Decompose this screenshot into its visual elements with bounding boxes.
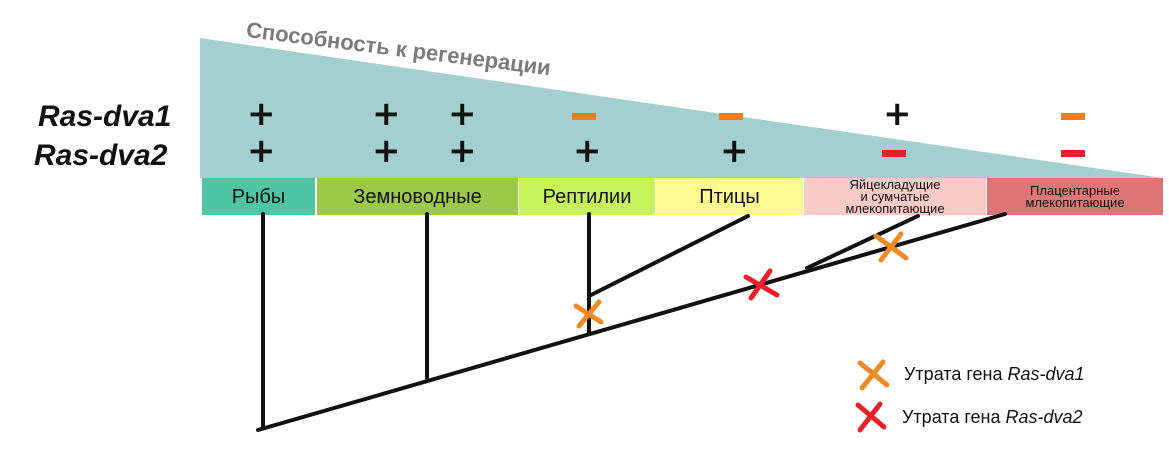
gene-label-ras-dva2: Ras-dva2	[34, 139, 168, 172]
legend-mark-ras-dva1	[857, 359, 890, 391]
taxon-label: Рептилии	[542, 185, 632, 208]
minus-sign-ras-dva1-7	[1061, 113, 1085, 120]
loss-mark-ras-dva2-birds-mammals	[743, 268, 780, 301]
legend-item-ras-dva1: Утрата гена Ras-dva1	[904, 364, 1085, 385]
minus-sign-ras-dva1-5	[719, 113, 743, 120]
taxon-label: Яйцекладущие	[849, 176, 941, 192]
taxon-box-1: Рыбы	[202, 178, 315, 215]
taxon-box-4: Птицы	[656, 178, 803, 215]
loss-mark-ras-dva1-mammals	[873, 231, 909, 263]
tree-branch-birds	[587, 214, 750, 298]
taxon-label: Земноводные	[353, 185, 482, 208]
plus-sign-ras-dva2-3: +	[448, 131, 477, 171]
tree-branch-monotremes-marsupials	[805, 214, 920, 270]
legend-gene-name: Ras-dva1	[1007, 364, 1085, 384]
plus-sign-ras-dva1-1: +	[247, 94, 276, 134]
minus-sign-ras-dva1-4	[572, 113, 596, 120]
taxon-box-2: Земноводные	[317, 178, 518, 215]
regeneration-wedge-shape	[200, 38, 1163, 178]
taxon-label: и сумчатые	[860, 188, 930, 204]
taxon-box-3: Рептилии	[519, 178, 655, 215]
taxon-label: млекопитающие	[1025, 194, 1125, 210]
legend-text-prefix: Утрата гена	[902, 407, 1006, 427]
legend-item-ras-dva2: Утрата гена Ras-dva2	[902, 407, 1083, 428]
loss-mark-ras-dva1-reptiles	[573, 299, 604, 329]
plus-sign-ras-dva1-2: +	[372, 94, 401, 134]
minus-sign-ras-dva2-7	[1061, 150, 1085, 157]
minus-sign-ras-dva2-6	[882, 150, 906, 157]
plus-sign-ras-dva2-2: +	[372, 131, 401, 171]
tree-trunk	[256, 212, 1007, 432]
plus-sign-ras-dva2-1: +	[247, 131, 276, 171]
taxon-label: Плацентарные	[1030, 182, 1120, 198]
taxon-label: Рыбы	[231, 185, 286, 208]
plus-sign-ras-dva1-6: +	[883, 94, 912, 134]
plus-sign-ras-dva2-5: +	[720, 131, 749, 171]
taxon-label: млекопитающие	[845, 200, 945, 216]
taxon-label: Птицы	[699, 185, 760, 208]
plus-sign-ras-dva1-3: +	[448, 94, 477, 134]
legend-text-prefix: Утрата гена	[904, 364, 1008, 384]
gene-label-ras-dva1: Ras-dva1	[38, 100, 172, 133]
legend-gene-name: Ras-dva2	[1005, 407, 1083, 427]
plus-sign-ras-dva2-4: +	[573, 131, 602, 171]
legend-mark-ras-dva2	[855, 401, 887, 433]
